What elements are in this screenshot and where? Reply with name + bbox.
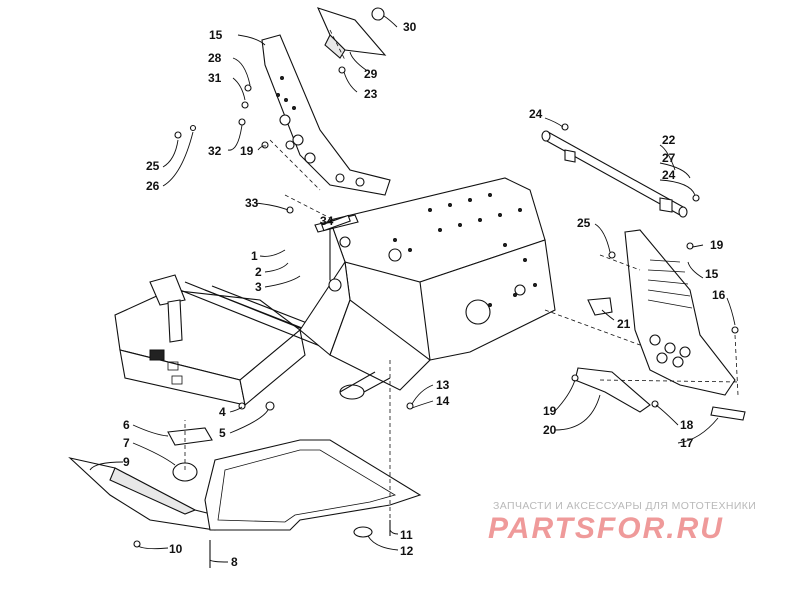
part-label: 10	[169, 542, 183, 556]
part-label: 29	[364, 67, 378, 81]
part-label: 19	[543, 404, 557, 418]
watermark-subtitle: ЗАПЧАСТИ И АКСЕССУАРЫ ДЛЯ МОТОТЕХНИКИ	[493, 500, 757, 512]
part-label: 27	[662, 151, 676, 165]
part-label: 4	[219, 405, 226, 419]
grommet-12-icon	[353, 526, 373, 538]
bracket-17	[710, 406, 746, 421]
part-label: 1	[251, 249, 258, 263]
part-label: 22	[662, 133, 676, 147]
part-label: 2	[255, 265, 262, 279]
left-footrest	[261, 34, 391, 196]
part-label: 21	[617, 317, 631, 331]
part-label: 19	[240, 144, 254, 158]
part-labels: 1 2 3 4 5 6 7 8 9 10 11 12 13 14 15 15 1…	[123, 20, 726, 569]
part-label: 16	[712, 288, 726, 302]
plate-6	[167, 427, 213, 446]
part-label: 23	[364, 87, 378, 101]
belly-pan	[68, 457, 237, 531]
part-label: 25	[577, 216, 591, 230]
left-upper-cover	[316, 7, 387, 59]
nut-30-icon	[371, 7, 385, 21]
part-label: 6	[123, 418, 130, 432]
part-label: 24	[529, 107, 543, 121]
part-label: 7	[123, 436, 130, 450]
part-label: 15	[209, 28, 223, 42]
part-label: 18	[680, 418, 694, 432]
part-label: 33	[245, 196, 259, 210]
part-label: 15	[705, 267, 719, 281]
part-label: 17	[680, 436, 694, 450]
part-label: 9	[123, 455, 130, 469]
part-label: 14	[436, 394, 450, 408]
part-label: 13	[436, 378, 450, 392]
part-label: 28	[208, 51, 222, 65]
part-label: 11	[400, 528, 413, 542]
part-label: 26	[146, 179, 160, 193]
chassis-frame	[114, 177, 556, 407]
floor-plate	[204, 439, 422, 531]
bracket-21	[587, 297, 613, 316]
part-label: 25	[146, 159, 160, 173]
part-label: 8	[231, 555, 238, 569]
alignment-lines	[184, 29, 741, 520]
part-label: 31	[208, 71, 222, 85]
rivets-top	[393, 193, 537, 307]
part-label: 3	[255, 280, 262, 294]
part-label: 34	[320, 214, 334, 228]
footrest-mesh	[647, 259, 693, 309]
grommet-7-icon	[172, 462, 198, 482]
part-label: 12	[400, 544, 414, 558]
part-label: 19	[710, 238, 724, 252]
part-label: 5	[219, 426, 226, 440]
right-footrest	[624, 229, 736, 396]
side-plate-20	[574, 367, 651, 413]
part-label: 24	[662, 168, 676, 182]
steering-support	[541, 130, 688, 218]
leader-lines	[89, 15, 736, 563]
watermark-logo: PARTSFOR.RU	[488, 512, 724, 545]
part-label: 20	[543, 423, 557, 437]
part-label: 30	[403, 20, 417, 34]
part-label: 32	[208, 144, 222, 158]
